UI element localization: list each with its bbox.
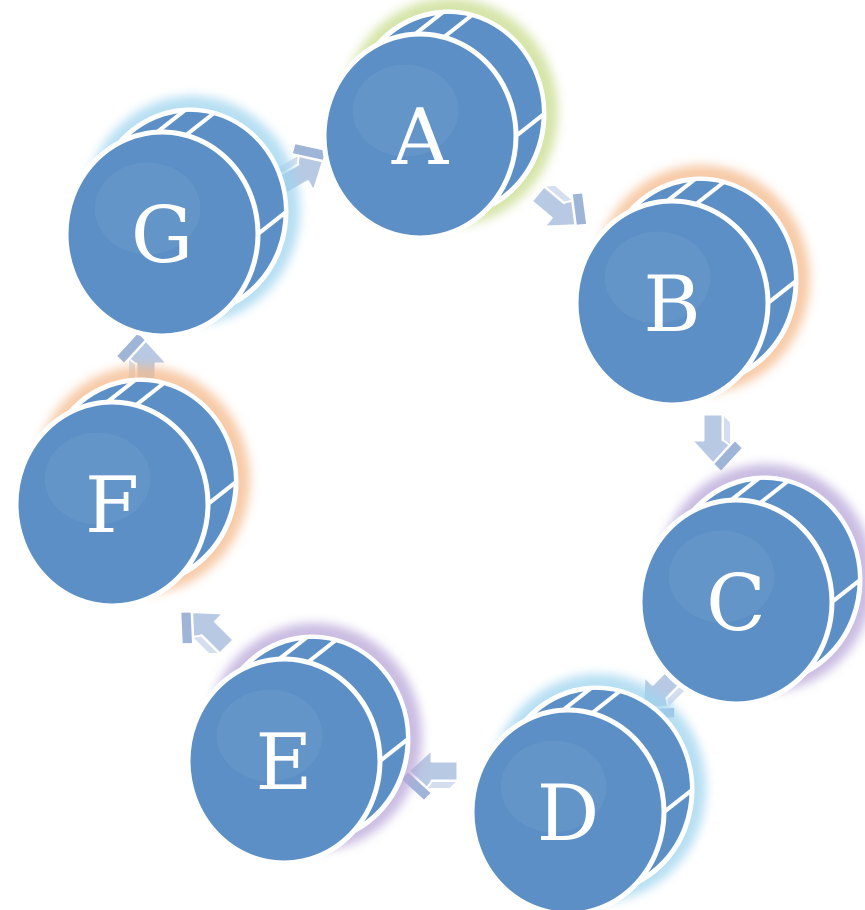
node-e-label: E [256, 718, 313, 808]
node-g-label: G [131, 191, 193, 281]
node-d: D [472, 674, 706, 910]
node-g: G [66, 96, 300, 336]
arrow-B-to-C [691, 414, 743, 472]
node-d-label: D [537, 769, 600, 859]
node-f: F [16, 366, 250, 606]
arrow-E-to-F [165, 590, 243, 668]
node-f-label: F [85, 461, 139, 551]
node-c: C [640, 464, 865, 704]
node-b-label: B [643, 260, 700, 350]
node-e: E [188, 623, 422, 863]
node-a-label: A [391, 93, 450, 183]
node-b: B [576, 165, 810, 405]
node-c-label: C [706, 559, 766, 649]
arrow-A-to-B [523, 171, 601, 248]
node-a: A [324, 0, 558, 238]
